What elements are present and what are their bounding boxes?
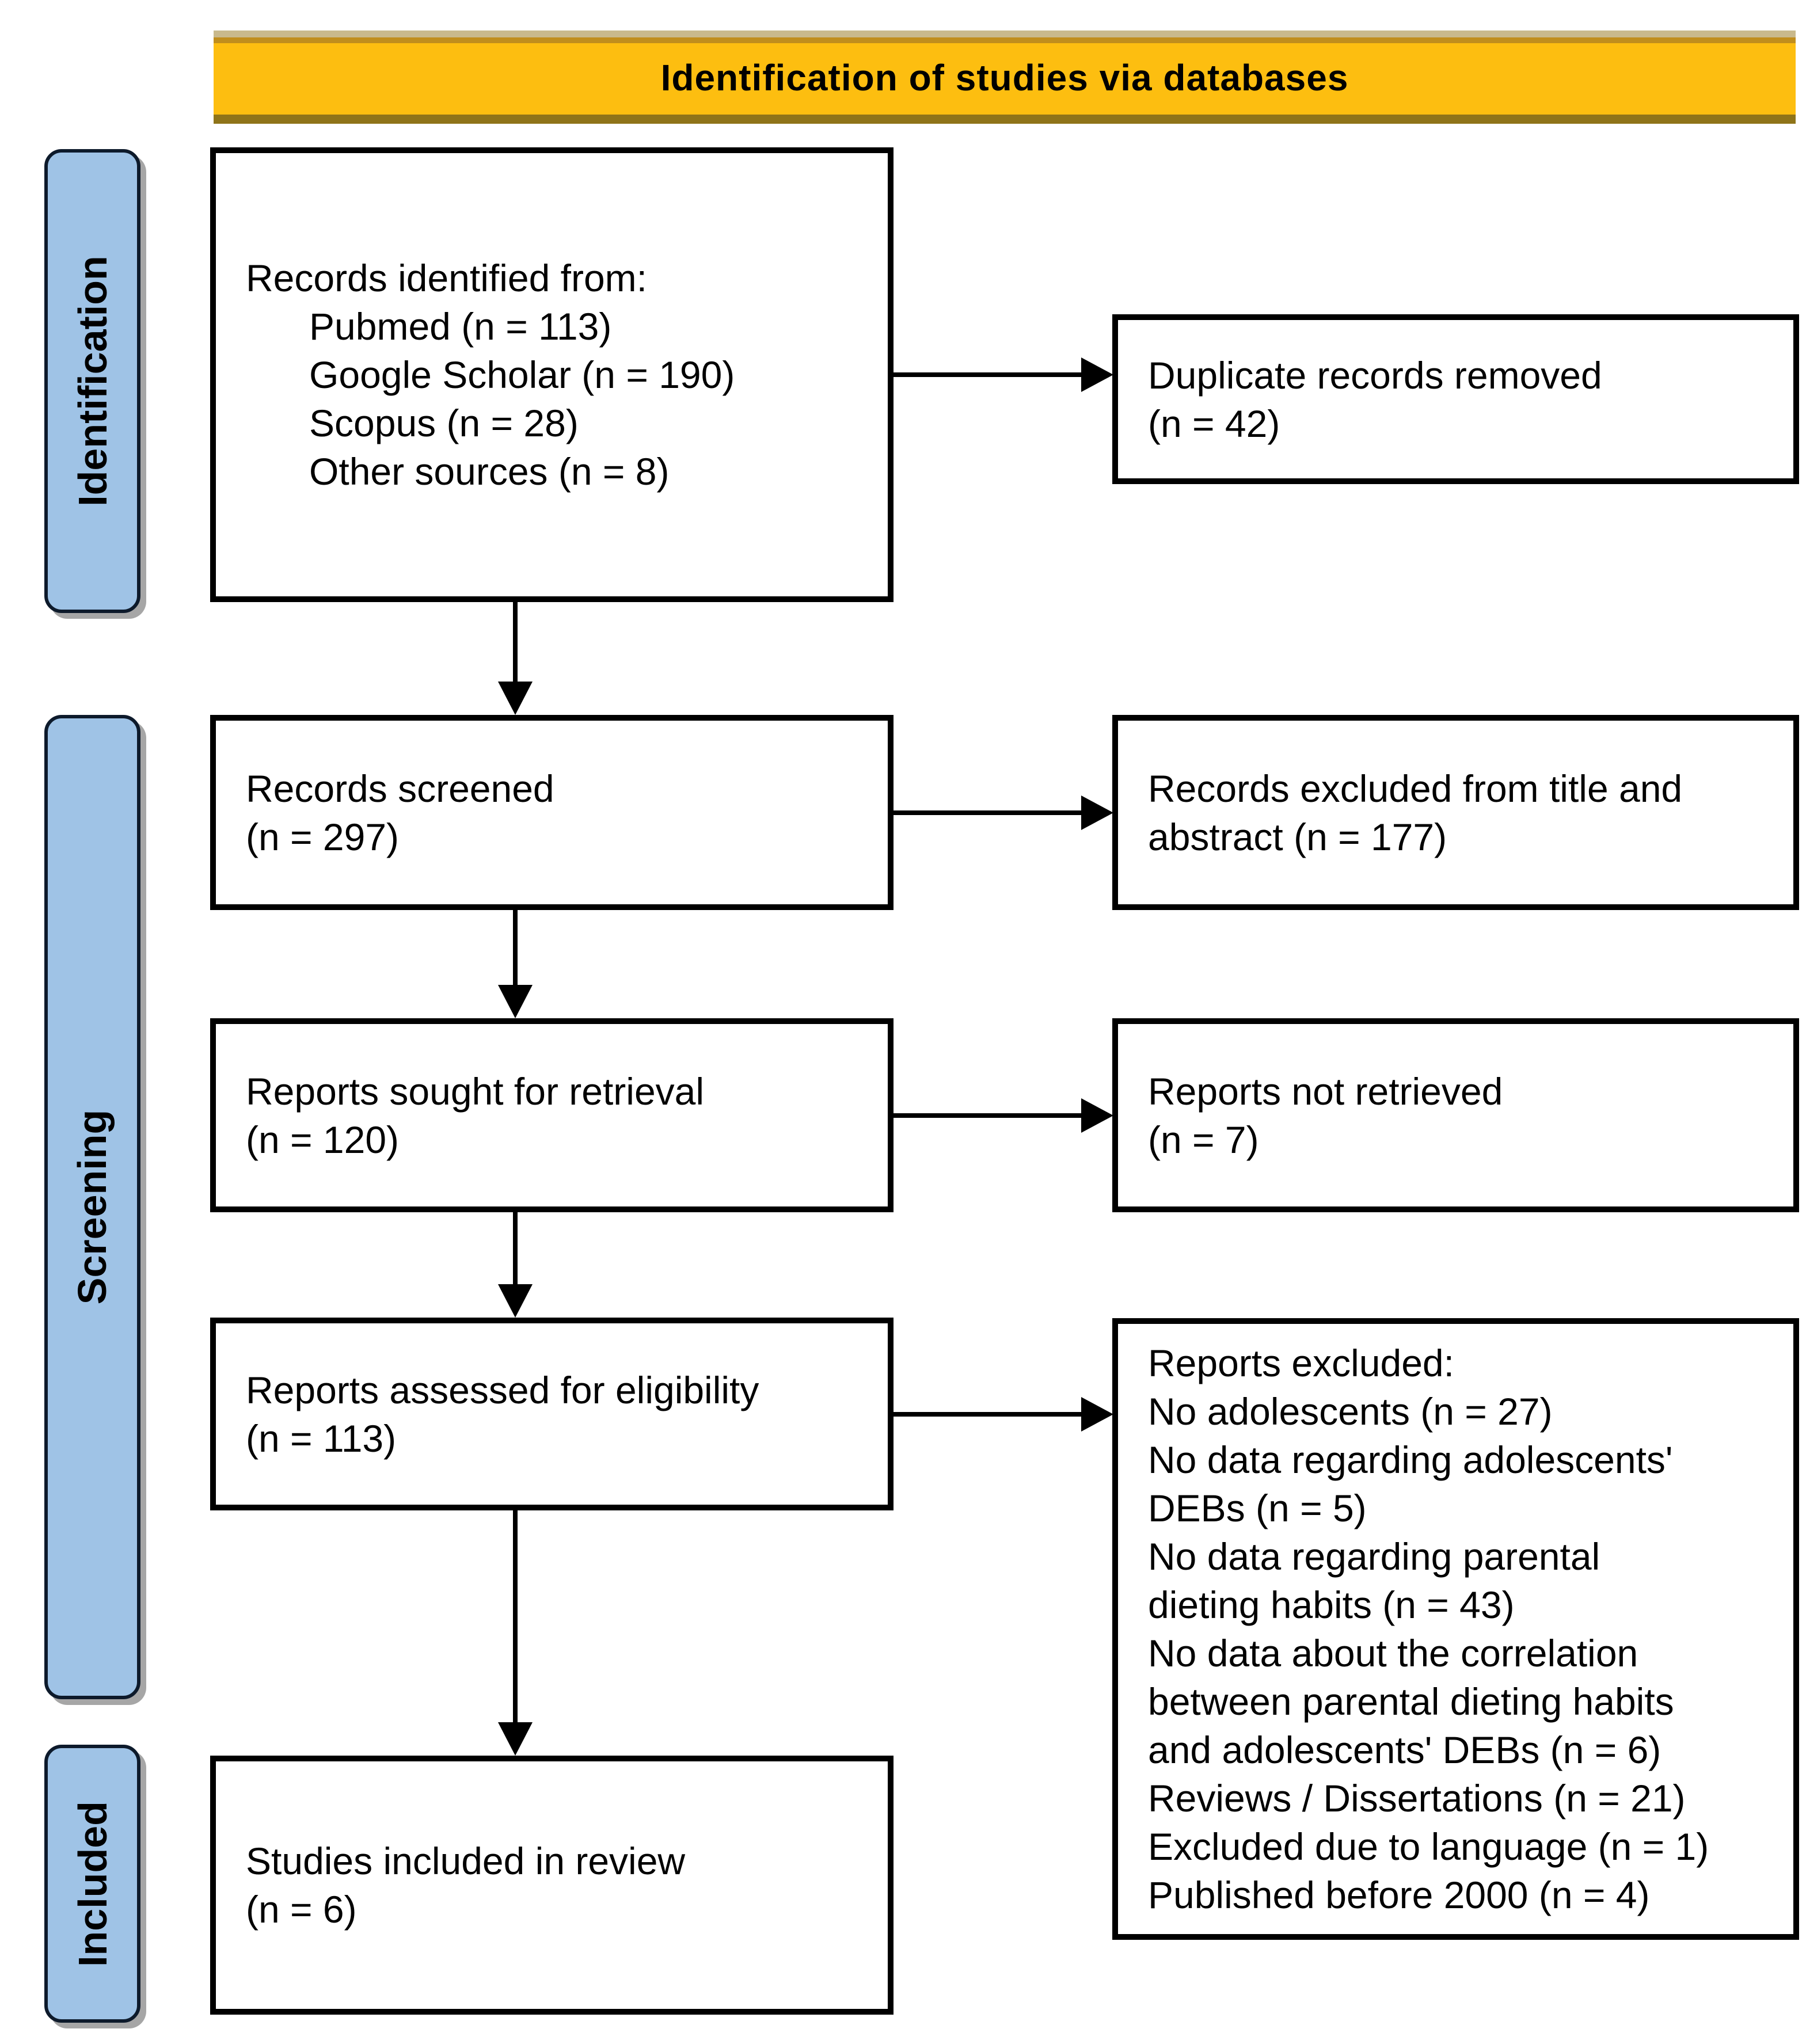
arrow-line	[513, 602, 518, 688]
box-records-identified: Records identified from: Pubmed (n = 113…	[210, 147, 894, 602]
page-title: Identification of studies via databases	[660, 57, 1349, 98]
arrowhead-right-icon	[1081, 1397, 1113, 1432]
arrowhead-down-icon	[498, 1284, 533, 1318]
box-reports-sought-text: Reports sought for retrieval (n = 120)	[246, 1069, 705, 1161]
arrow-line	[894, 372, 1085, 377]
box-reports-sought: Reports sought for retrieval (n = 120)	[210, 1018, 894, 1212]
box-reports-excluded: Reports excluded: No adolescents (n = 27…	[1112, 1318, 1799, 1940]
box-records-excluded-text: Records excluded from title and abstract…	[1148, 767, 1683, 858]
arrow-line	[513, 1510, 518, 1728]
arrowhead-right-icon	[1081, 1098, 1113, 1133]
box-records-screened-text: Records screened (n = 297)	[246, 767, 554, 858]
arrowhead-right-icon	[1081, 795, 1113, 830]
arrow-line	[894, 1113, 1085, 1118]
arrow-line	[513, 910, 518, 991]
stage-label-screening: Screening	[70, 1109, 115, 1305]
stage-label-identification: Identification	[70, 256, 115, 507]
box-studies-included: Studies included in review (n = 6)	[210, 1756, 894, 2015]
stage-label-included: Included	[70, 1801, 115, 1967]
arrowhead-right-icon	[1081, 357, 1113, 392]
box-reports-not-retrieved-text: Reports not retrieved (n = 7)	[1148, 1069, 1503, 1161]
arrowhead-down-icon	[498, 682, 533, 715]
box-duplicates-removed: Duplicate records removed (n = 42)	[1112, 314, 1799, 484]
box-records-identified-text: Records identified from: Pubmed (n = 113…	[246, 257, 735, 493]
arrowhead-down-icon	[498, 1722, 533, 1756]
box-duplicates-removed-text: Duplicate records removed (n = 42)	[1148, 353, 1602, 445]
header-banner: Identification of studies via databases	[214, 31, 1796, 124]
stage-bar-screening: Screening	[44, 715, 140, 1699]
arrow-line	[894, 810, 1085, 815]
arrow-line	[513, 1212, 518, 1290]
box-records-excluded: Records excluded from title and abstract…	[1112, 715, 1799, 910]
box-reports-excluded-text: Reports excluded: No adolescents (n = 27…	[1148, 1342, 1709, 1916]
stage-bar-included: Included	[44, 1745, 140, 2023]
stage-bar-identification: Identification	[44, 149, 140, 613]
box-records-screened: Records screened (n = 297)	[210, 715, 894, 910]
box-studies-included-text: Studies included in review (n = 6)	[246, 1840, 686, 1931]
box-reports-assessed-text: Reports assessed for eligibility (n = 11…	[246, 1368, 759, 1460]
arrowhead-down-icon	[498, 985, 533, 1018]
box-reports-not-retrieved: Reports not retrieved (n = 7)	[1112, 1018, 1799, 1212]
box-reports-assessed: Reports assessed for eligibility (n = 11…	[210, 1318, 894, 1510]
arrow-line	[894, 1412, 1085, 1417]
